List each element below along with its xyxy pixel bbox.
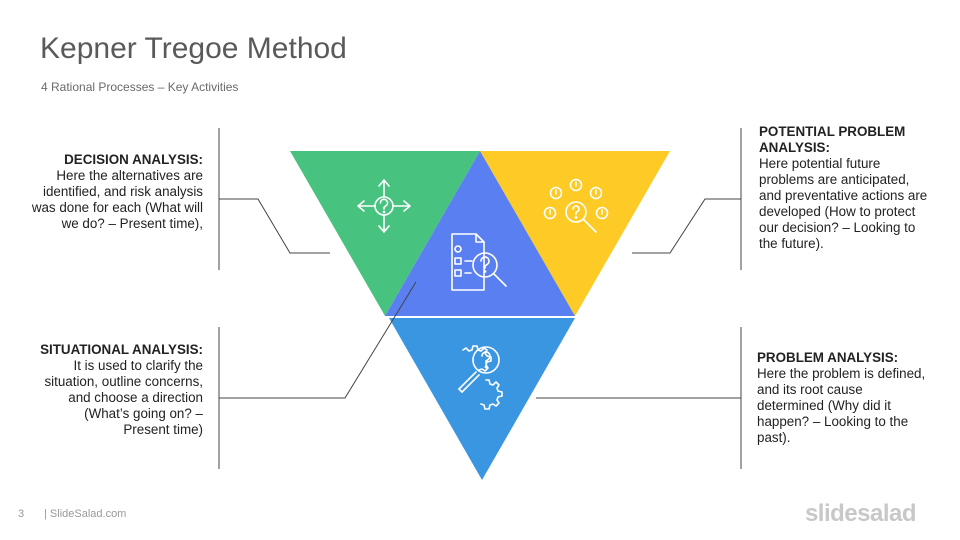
problem-analysis-heading: PROBLEM ANALYSIS: [757,350,899,365]
problem-analysis-block: PROBLEM ANALYSIS: Here the problem is de… [757,350,927,446]
footer-site-link[interactable]: | SlideSalad.com [44,508,127,520]
left-top-connector [219,198,330,254]
right-top-connector [632,198,741,254]
gear-question-magnifier-icon [458,345,503,410]
situational-analysis-heading: SITUATIONAL ANALYSIS: [40,342,203,357]
decision-analysis-block: DECISION ANALYSIS: Here the alternatives… [28,152,203,232]
yellow-triangle [480,151,670,316]
potential-problem-analysis-block: POTENTIAL PROBLEM ANALYSIS: Here potenti… [759,124,929,252]
page-subtitle: 4 Rational Processes – Key Activities [41,80,239,94]
page-title: Kepner Tregoe Method [40,32,347,65]
move-arrows-question-icon [357,179,411,233]
blue-triangle [389,318,575,480]
green-triangle [290,151,480,316]
potential-problem-analysis-heading: POTENTIAL PROBLEM ANALYSIS: [759,124,906,155]
situational-analysis-body: It is used to clarify the situation, out… [44,358,203,437]
page-number: 3 [18,508,25,520]
center-triangle [385,151,575,316]
situational-analysis-block: SITUATIONAL ANALYSIS: It is used to clar… [38,342,203,438]
left-bottom-connector [219,281,417,399]
decision-analysis-heading: DECISION ANALYSIS: [64,152,203,167]
document-magnifier-icon [451,233,507,291]
problem-analysis-body: Here the problem is defined, and its roo… [757,366,926,445]
brand-logo: slidesalad [804,500,917,527]
potential-problem-analysis-body: Here potential future problems are antic… [759,156,928,251]
search-alerts-icon [543,178,609,233]
decision-analysis-body: Here the alternatives are identified, an… [31,168,203,231]
